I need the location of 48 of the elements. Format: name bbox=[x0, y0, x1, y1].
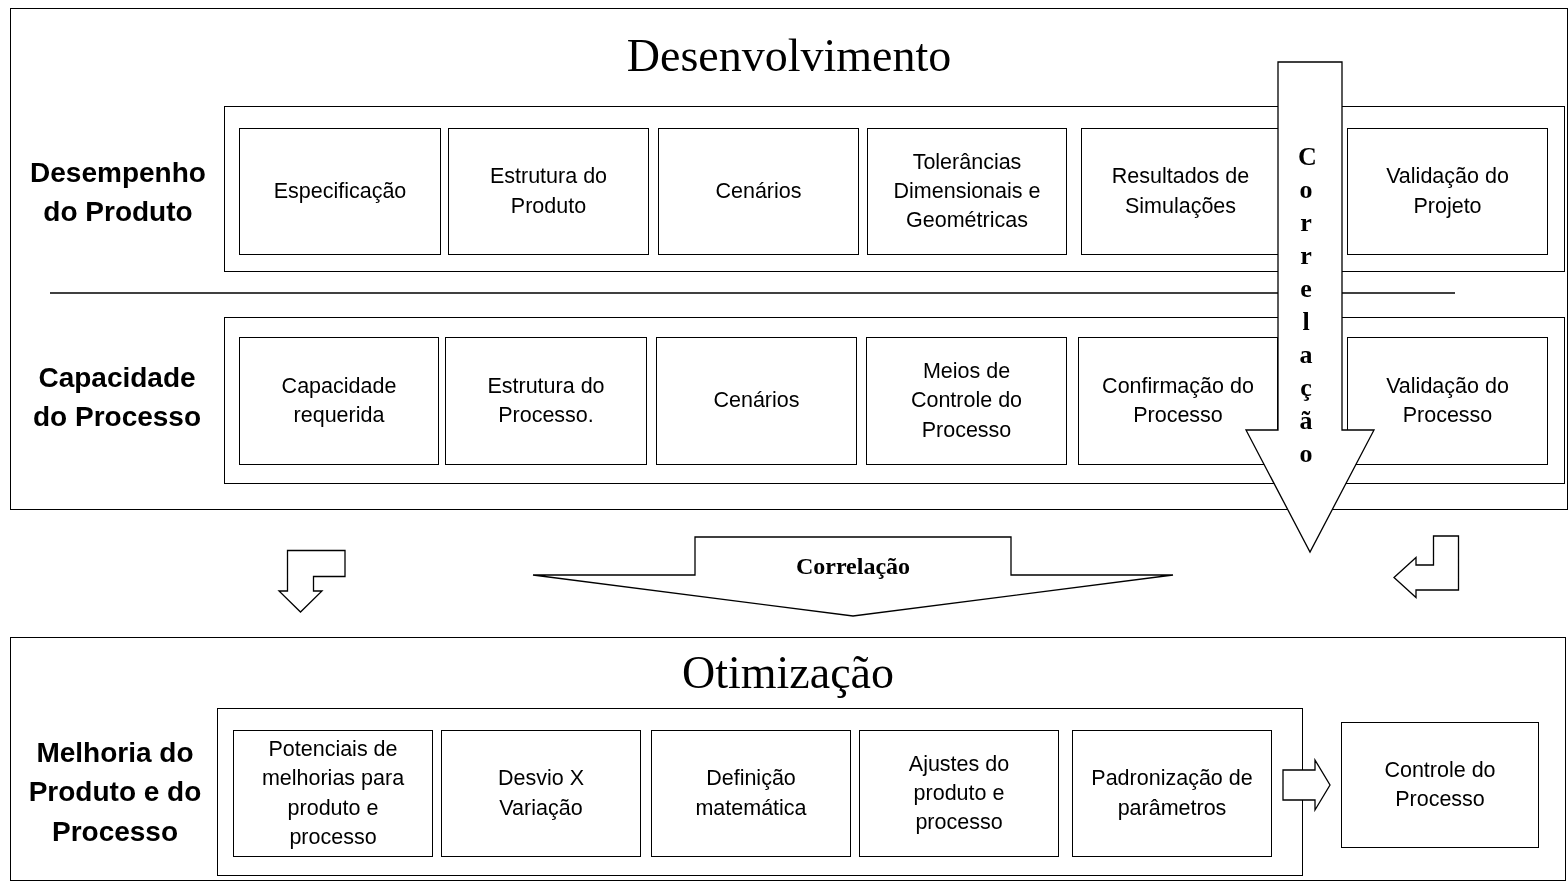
process-group-title: Otimização bbox=[682, 647, 894, 698]
process-box bbox=[1347, 337, 1548, 465]
box-label: Definição matemática bbox=[694, 765, 808, 822]
block-arrow bbox=[1282, 757, 1331, 813]
box-label: Desvio X Variação bbox=[496, 765, 585, 822]
process-box bbox=[867, 128, 1067, 255]
box-label: Capacidade requerida bbox=[280, 372, 398, 429]
process-box bbox=[656, 337, 857, 465]
process-box bbox=[651, 730, 851, 857]
process-box bbox=[1347, 128, 1548, 255]
edge-label: Correlação bbox=[1298, 141, 1322, 470]
process-box bbox=[866, 337, 1067, 465]
process-group-title: Desenvolvimento bbox=[626, 30, 952, 81]
block-arrow bbox=[532, 536, 1174, 617]
box-label: Potenciais de melhorias para produto e processo bbox=[260, 736, 406, 851]
process-box bbox=[1341, 722, 1539, 848]
process-box bbox=[859, 730, 1059, 857]
box-label: Meios de Controle do Processo bbox=[909, 358, 1024, 444]
process-box bbox=[239, 337, 439, 465]
box-label: Cenários bbox=[714, 177, 803, 205]
box-label: Validação do Projeto bbox=[1385, 163, 1510, 220]
process-box bbox=[1072, 730, 1272, 857]
process-box bbox=[445, 337, 647, 465]
process-box bbox=[448, 128, 649, 255]
box-label: Padronização de parâmetros bbox=[1090, 765, 1254, 822]
box-label: Especificação bbox=[272, 177, 408, 205]
box-label: Resultados de Simulações bbox=[1110, 163, 1251, 220]
block-arrow bbox=[1393, 535, 1460, 599]
group-panel bbox=[10, 637, 1566, 881]
group-panel bbox=[10, 8, 1568, 510]
process-box bbox=[233, 730, 433, 857]
process-box bbox=[658, 128, 859, 255]
row-heading: Desempenho do Produto bbox=[29, 155, 207, 229]
box-label: Estrutura do Processo. bbox=[486, 372, 606, 429]
box-label: Tolerâncias Dimensionais e Geométricas bbox=[892, 148, 1042, 235]
edge-label: Correlação bbox=[794, 552, 912, 581]
box-label: Confirmação do Processo bbox=[1101, 372, 1255, 429]
process-box bbox=[239, 128, 441, 255]
row-heading: Melhoria do Produto e do Processo bbox=[27, 736, 203, 849]
block-arrow bbox=[1244, 61, 1376, 554]
box-label: Cenários bbox=[712, 387, 801, 415]
box-label: Estrutura do Produto bbox=[488, 163, 609, 220]
box-label: Validação do Processo bbox=[1385, 372, 1510, 429]
block-arrow bbox=[277, 549, 346, 613]
box-label: Controle do Processo bbox=[1383, 756, 1497, 813]
process-box bbox=[441, 730, 641, 857]
row-heading: Capacidade do Processo bbox=[31, 360, 203, 434]
box-label: Ajustes do produto e processo bbox=[907, 750, 1011, 837]
